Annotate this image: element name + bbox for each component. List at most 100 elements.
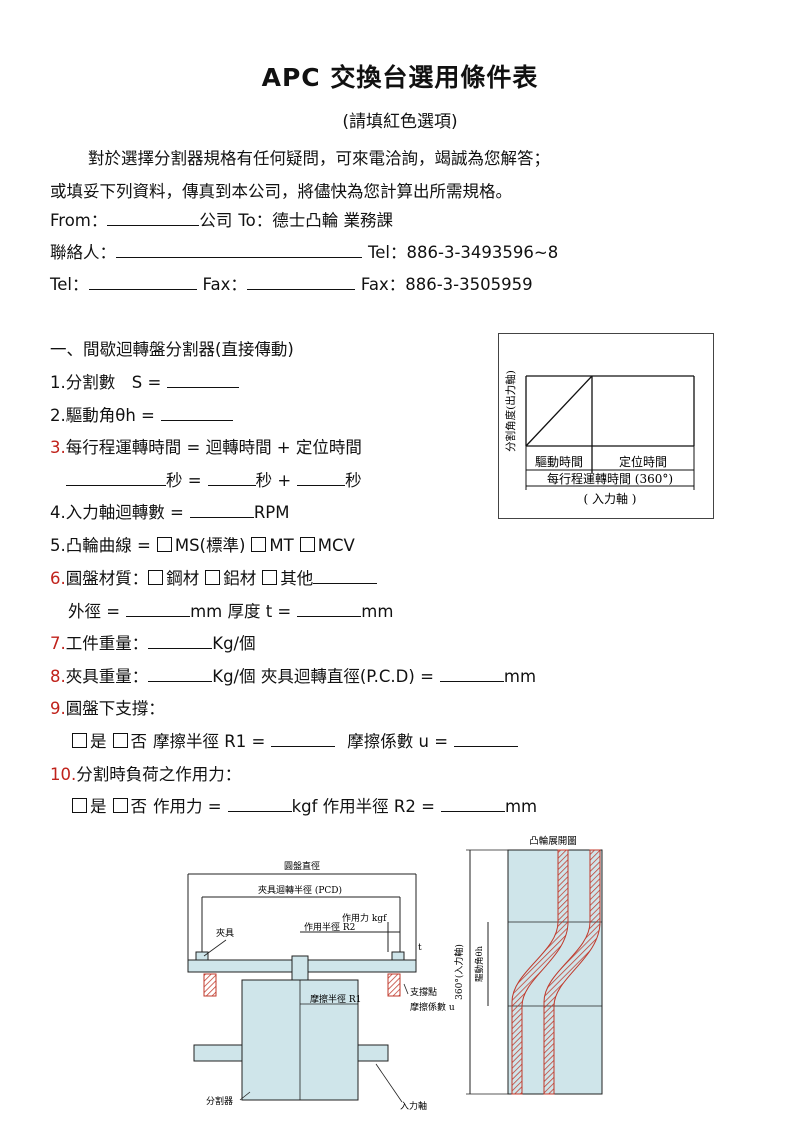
material-steel-checkbox[interactable] (148, 570, 164, 585)
table-diagram: 圓盤直徑 夾具迴轉半徑 (PCD) 作用力 kgf 作用半徑 R2 夾具 t 摩… (187, 860, 455, 1112)
load-yes-label: 是 (90, 797, 107, 816)
item-3-label: 每行程運轉時間 = 迴轉時間 + 定位時間 (65, 438, 362, 457)
item-5-label: 5.凸輪曲線 = (50, 536, 151, 555)
item-1-row: 1.分割數 S = (50, 369, 240, 393)
support-yes-label: 是 (90, 732, 107, 751)
force-diagram-label: 作用力 kgf (342, 912, 387, 924)
curve-mcv-label: MCV (317, 536, 355, 555)
curve-ms-checkbox[interactable] (156, 537, 172, 552)
item-8-number: 8. (50, 667, 66, 686)
curve-mcv-checkbox[interactable] (299, 537, 315, 552)
section-heading: 一、間歇迴轉盤分割器(直接傳動) (50, 340, 294, 359)
rpm-unit: RPM (253, 503, 290, 522)
pcd-field[interactable] (439, 667, 504, 682)
intro-line-1: 對於選擇分割器規格有任何疑問，可來電洽詢，竭誠為您解答； (88, 149, 550, 168)
seconds-eq-label: 秒 = (166, 471, 202, 490)
contact-tel-row: Tel：Fax：Fax：886-3-3505959 (50, 271, 533, 295)
contact-person-row: 聯絡人： Tel：886-3-3493596~8 (50, 239, 558, 263)
thickness-label: mm 厚度 t = (190, 602, 292, 621)
thickness-diagram-label: t (418, 943, 422, 953)
timing-ylabel: 分割角度(出力軸) (504, 370, 517, 452)
our-fax: Fax：886-3-3505959 (360, 275, 533, 294)
force-field[interactable] (227, 797, 292, 812)
curve-mt-label: MT (269, 536, 294, 555)
item-1-label: 1.分割數 S = (50, 373, 162, 392)
support-yes-checkbox[interactable] (72, 733, 87, 748)
outer-diameter-label: 外徑 = (68, 602, 121, 621)
item-10-options-row: 是否作用力 =kgf 作用半徑 R2 =mm (72, 793, 537, 817)
item-6-label: 圓盤材質： (65, 569, 149, 588)
item-9-row: 9.圓盤下支撐： (50, 695, 165, 719)
load-no-label: 否 (130, 797, 148, 816)
page-subtitle: (請填紅色選項) (342, 112, 458, 132)
mm-unit: mm (504, 797, 538, 816)
outer-diameter-field[interactable] (126, 602, 191, 617)
rotation-time-field[interactable] (207, 471, 256, 486)
from-company-field[interactable] (107, 211, 200, 226)
support-no-checkbox[interactable] (112, 733, 128, 748)
cam-title: 凸輪展開圖 (529, 835, 577, 847)
load-no-checkbox[interactable] (112, 798, 128, 813)
division-count-field[interactable] (167, 373, 240, 388)
friction-coef-label: 摩擦係數 u = (347, 732, 449, 751)
contact-person-field[interactable] (116, 243, 362, 258)
force-label: 作用力 = (153, 797, 222, 816)
force-radius-field[interactable] (440, 797, 505, 812)
cam-drive-angle-label: 驅動角θh (474, 945, 485, 982)
tel-label: Tel： (50, 275, 89, 294)
indexer-diagram-label: 分割器 (206, 1095, 233, 1107)
item-9-label: 圓盤下支撐： (65, 699, 165, 718)
item-3-number: 3. (50, 438, 66, 457)
to-text: To：德士凸輪 業務課 (238, 211, 394, 230)
item-8-row: 8.夾具重量：Kg/個 夾具迴轉直徑(P.C.D) =mm (50, 663, 536, 687)
material-other-checkbox[interactable] (262, 570, 278, 585)
thickness-field[interactable] (297, 602, 362, 617)
support-no-label: 否 (130, 732, 148, 751)
item-2-row: 2.驅動角θh = (50, 402, 233, 426)
item-9-options-row: 是 否摩擦半徑 R1 = 摩擦係數 u = (72, 728, 519, 752)
tel-field[interactable] (88, 275, 197, 290)
fixture-diagram-label: 夾具 (216, 928, 234, 939)
material-aluminum-checkbox[interactable] (205, 570, 221, 585)
pcd-diagram-label: 夾具迴轉半徑 (PCD) (258, 884, 342, 896)
item-6-row: 6.圓盤材質：鋼材鋁材其他 (50, 565, 378, 589)
our-tel: Tel：886-3-3493596~8 (368, 243, 559, 262)
friction-radius-label: 摩擦半徑 R1 = (153, 732, 266, 751)
item-10-row: 10.分割時負荷之作用力： (50, 761, 241, 785)
item-7-label: 工件重量： (65, 634, 149, 653)
from-label: From： (50, 211, 108, 230)
material-other-label: 其他 (280, 569, 314, 588)
input-shaft-label: ( 入力軸 ) (584, 492, 637, 506)
intro-line-2: 或填妥下列資料，傳真到本公司，將儘快為您計算出所需規格。 (50, 182, 512, 201)
cycle-time-label: 每行程運轉時間 (360°) (547, 471, 673, 486)
friction-coef-field[interactable] (454, 732, 519, 747)
input-rpm-field[interactable] (189, 503, 254, 518)
drive-time-label: 驅動時間 (535, 455, 583, 469)
fixture-weight-field[interactable] (148, 667, 213, 682)
friction-radius-field[interactable] (271, 732, 336, 747)
item-10-number: 10. (50, 765, 77, 784)
seconds-plus-label: 秒 + (255, 471, 292, 490)
disc-diameter-label: 圓盤直徑 (284, 860, 320, 872)
item-4-label: 4.入力軸迴轉數 = (50, 503, 184, 522)
item-7-row: 7.工件重量：Kg/個 (50, 630, 256, 654)
pcd-label: Kg/個 夾具迴轉直徑(P.C.D) = (212, 667, 434, 686)
item-8-label: 夾具重量： (65, 667, 149, 686)
material-aluminum-label: 鋁材 (223, 569, 257, 588)
fax-field[interactable] (246, 275, 355, 290)
workpiece-weight-field[interactable] (148, 634, 213, 649)
material-other-field[interactable] (313, 569, 378, 584)
material-steel-label: 鋼材 (166, 569, 200, 588)
dwell-time-field[interactable] (297, 471, 346, 486)
curve-mt-checkbox[interactable] (251, 537, 267, 552)
support-diagram-label: 支撐點 (410, 986, 437, 998)
cycle-time-field[interactable] (66, 471, 166, 486)
input-shaft-diagram-label: 入力軸 (400, 1100, 427, 1112)
load-yes-checkbox[interactable] (72, 798, 87, 813)
cam-diagram: 凸輪展開圖 360°(入力軸) 驅動角θh (453, 835, 603, 1095)
person-label: 聯絡人： (50, 243, 116, 262)
mm-unit: mm (361, 602, 394, 621)
drive-angle-field[interactable] (160, 406, 233, 421)
